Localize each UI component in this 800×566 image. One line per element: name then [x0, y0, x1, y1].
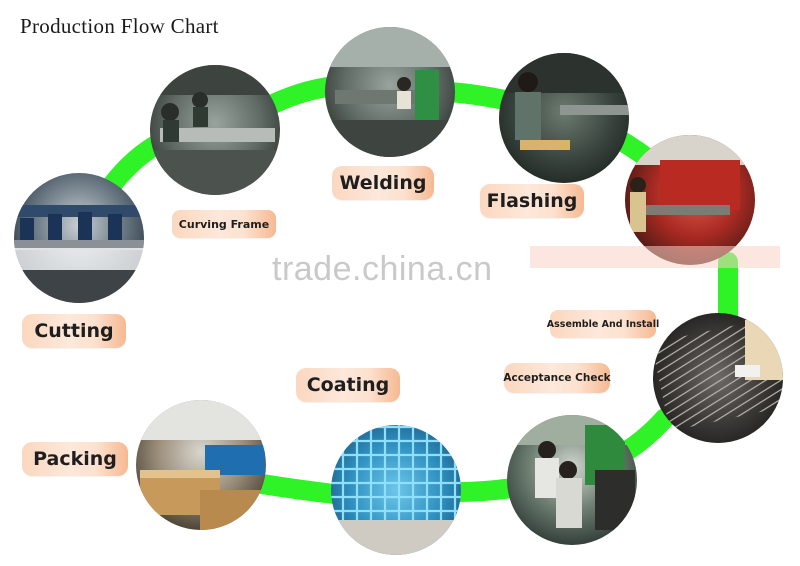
photo-welding — [325, 27, 455, 157]
photo-press-machine — [625, 135, 755, 265]
photo-flashing — [499, 53, 629, 183]
page-title: Production Flow Chart — [20, 14, 219, 38]
connector-check-coating — [446, 478, 522, 502]
label-packing: Packing — [22, 442, 128, 476]
label-coating: Coating — [296, 368, 400, 402]
photo-coating — [331, 425, 461, 555]
connector-welding-flashing — [440, 82, 515, 110]
label-flashing: Flashing — [480, 184, 584, 218]
connector-assemble-check — [615, 408, 675, 462]
label-curving-frame: Curving Frame — [172, 210, 276, 238]
label-welding: Welding — [332, 166, 434, 200]
label-assemble-install: Assemble And Install — [547, 310, 659, 338]
connector-curving-welding — [255, 76, 345, 118]
connector-coating-packing — [252, 474, 344, 504]
label-cutting: Cutting — [22, 314, 126, 348]
photo-cutting — [14, 173, 144, 303]
photo-curving-frame — [150, 65, 280, 195]
watermark-text: trade.china.cn — [272, 250, 493, 288]
photo-acceptance-check — [507, 415, 637, 545]
label-acceptance-check: Acceptance Check — [503, 363, 611, 393]
photo-assemble-install — [653, 313, 783, 443]
photo-packing — [136, 400, 266, 530]
